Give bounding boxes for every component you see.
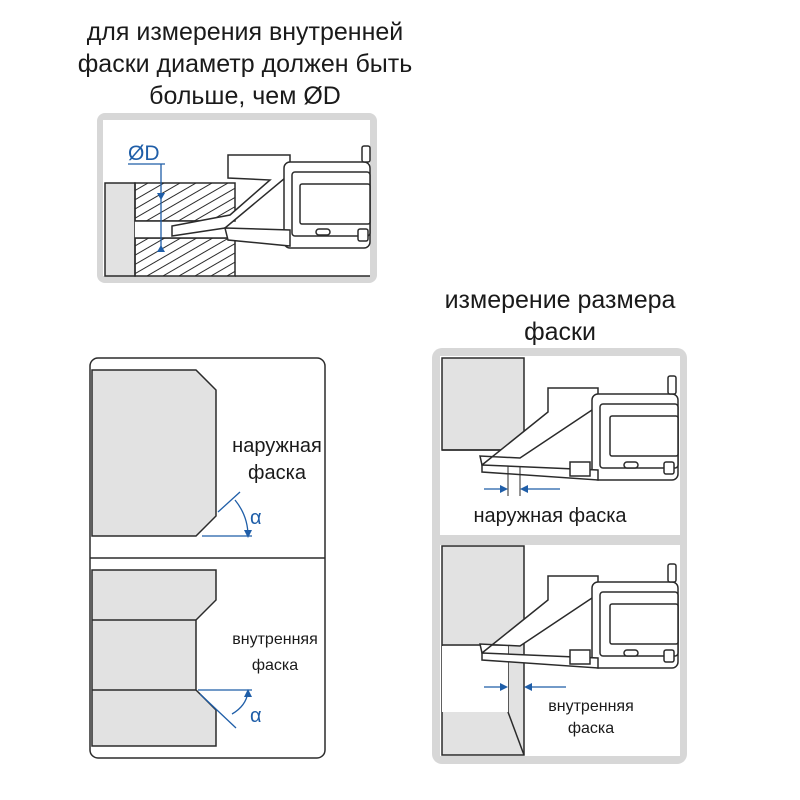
diameter-note-caption: для измерения внутренней фаски диаметр д… bbox=[77, 18, 413, 110]
caliper-lower bbox=[479, 563, 679, 669]
outer-chamfer-label-line2: фаска bbox=[248, 462, 306, 484]
inner-diameter-panel bbox=[97, 113, 377, 283]
chamfer-types-panel bbox=[89, 357, 326, 759]
chamfer-measurement-caption: измерение размера фаски bbox=[444, 286, 676, 346]
diameter-label: ØD bbox=[128, 142, 160, 165]
inner-chamfer-label-line2: фаска bbox=[251, 657, 299, 674]
chamfer-measurement-panel bbox=[432, 348, 687, 764]
caliper-upper bbox=[479, 375, 679, 481]
alpha-inner-label: α bbox=[250, 705, 262, 727]
inner-chamfer-label-line1: внутренняя bbox=[232, 631, 318, 648]
outer-chamfer-label-line1: наружная bbox=[232, 435, 322, 457]
inner-chamfer-measure-label-line2: фаска bbox=[567, 720, 615, 737]
alpha-outer-label: α bbox=[250, 507, 262, 529]
outer-chamfer-measure-label: наружная фаска bbox=[473, 505, 627, 527]
caliper-top bbox=[171, 145, 371, 249]
inner-chamfer-measure-label-line1: внутренняя bbox=[548, 698, 634, 715]
